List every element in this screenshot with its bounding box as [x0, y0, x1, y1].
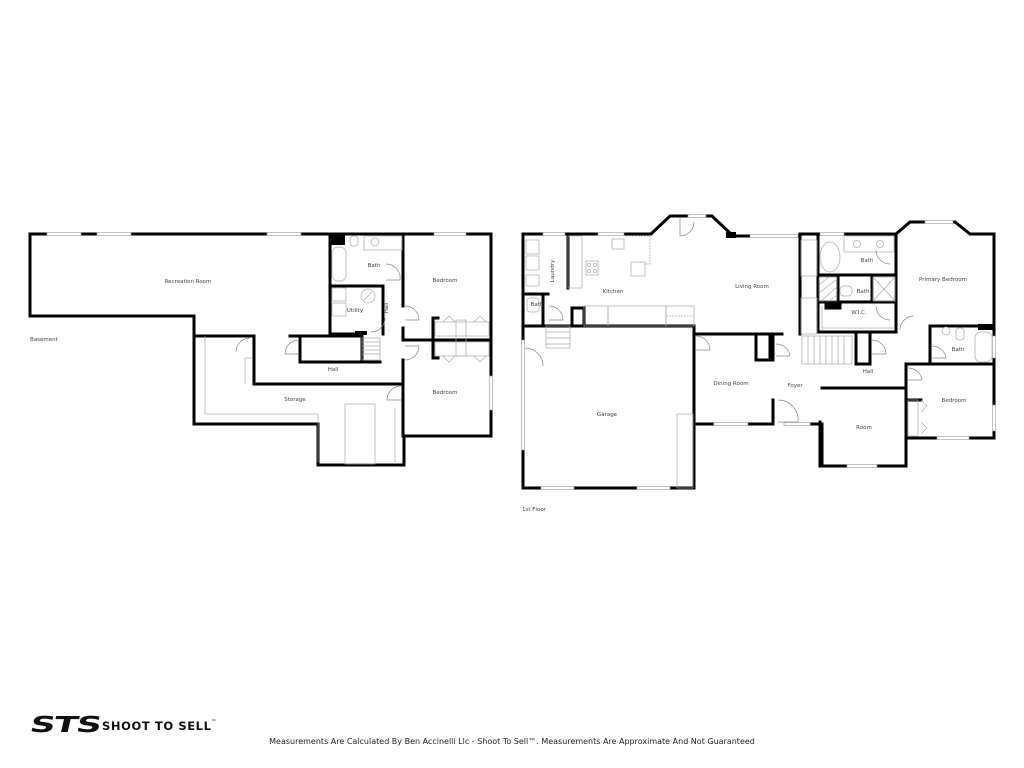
brand-name-text: SHOOT TO SELL [102, 719, 212, 733]
room-label-storage: Storage [284, 397, 306, 403]
room-label-utility: Utility [346, 308, 364, 314]
room-label-kitchen: Kitchen [602, 289, 624, 295]
room-label-half-bath: Bath [530, 302, 544, 308]
first-floor-windows [521, 214, 996, 490]
room-label-basement-bedroom-2: Bedroom [432, 390, 458, 396]
room-label-laundry: Laundry [550, 259, 556, 283]
room-label-wic: W.I.C. [851, 310, 867, 316]
room-label-dining-room: Dining Room [713, 381, 749, 387]
first-floor-fixtures [525, 235, 993, 489]
first-floor-label: 1st Floor [522, 507, 546, 513]
room-label-basement-bath: Bath [367, 263, 381, 269]
room-label-living-room: Living Room [735, 284, 769, 290]
room-label-basement-hall-vertical: Hall [384, 302, 390, 314]
room-label-primary-bath: Bath [860, 258, 874, 264]
room-label-basement-hall: Hall [327, 367, 339, 373]
basement-walls [28, 232, 493, 467]
room-label-hall: Hall [862, 369, 874, 375]
room-label-basement-bedroom-1: Bedroom [432, 278, 458, 284]
room-label-foyer: Foyer [787, 383, 803, 389]
basement-floor-label: Basement [30, 337, 58, 343]
basement-doors [235, 263, 420, 401]
first-floor-doors [524, 218, 947, 423]
room-label-primary-toilet: Bath [856, 289, 870, 295]
measurement-disclaimer: Measurements Are Calculated By Ben Accin… [269, 737, 755, 746]
room-label-garage: Garage [596, 412, 618, 418]
room-label-recreation-room: Recreation Room [164, 279, 212, 285]
basement-windows [46, 232, 493, 411]
brand-name: SHOOT TO SELL™ [102, 719, 217, 733]
brand-logo: STS SHOOT TO SELL™ [27, 713, 217, 738]
trademark-symbol: ™ [211, 719, 218, 725]
room-label-room: Room [856, 425, 872, 431]
room-label-primary-bedroom: Primary Bedroom [919, 277, 967, 283]
basement-fixtures [204, 235, 490, 465]
first-floor-walls [521, 214, 996, 490]
room-label-hall-bath: Bath [951, 347, 965, 353]
room-label-bedroom: Bedroom [941, 398, 967, 404]
sts-logo-mark: STS [27, 713, 103, 738]
